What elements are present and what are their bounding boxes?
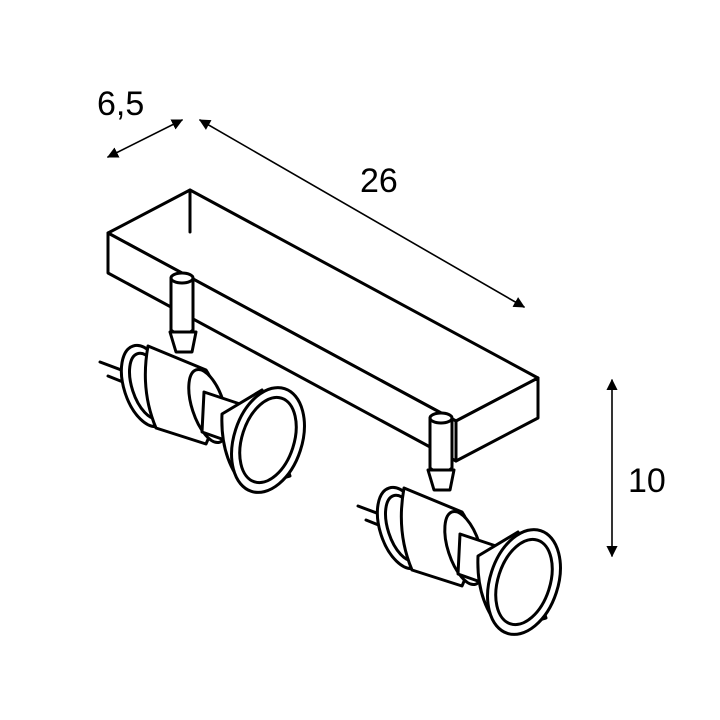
depth-dimension: 6,5 [97, 85, 184, 158]
stem-left [169, 276, 195, 337]
depth-dimension-line [106, 119, 184, 158]
height-label: 10 [628, 462, 666, 500]
spotlight-left [98, 271, 306, 494]
lens-left [230, 386, 306, 494]
depth-label: 6,5 [97, 85, 144, 123]
length-dimension-line [199, 119, 525, 308]
length-dimension: 26 [199, 119, 525, 308]
height-dimension: 10 [606, 378, 666, 558]
lens-right [486, 528, 562, 636]
spotlight-right [356, 411, 562, 636]
stem-right [428, 416, 454, 475]
base-plate [106, 188, 540, 463]
base-plate-end [454, 376, 540, 463]
length-label: 26 [360, 162, 398, 200]
